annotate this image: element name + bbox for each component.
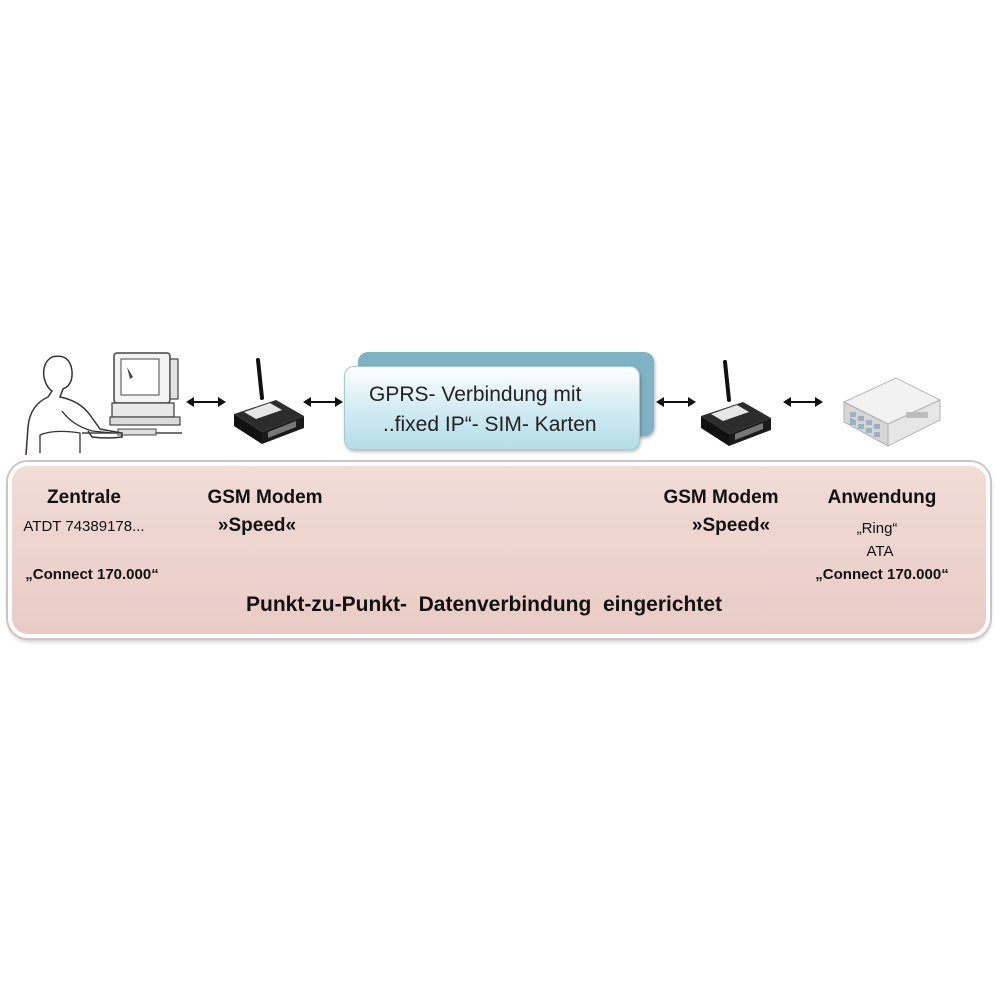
person-at-computer-icon	[25, 352, 182, 455]
connection-status: Punkt-zu-Punkt- Datenverbindung eingeric…	[245, 593, 723, 616]
gprs-cloud-box: GPRS- Verbindung mit ..fixed IP“- SIM- K…	[344, 366, 640, 450]
application-title: Anwendung	[827, 487, 937, 508]
info-panel	[8, 462, 990, 638]
double-arrow-icon	[303, 397, 343, 407]
cloud-text-line2: ..fixed IP“- SIM- Karten	[383, 413, 597, 436]
modem-right-model: »Speed«	[691, 515, 771, 536]
double-arrow-icon	[656, 397, 696, 407]
modem-left-title: GSM Modem	[207, 487, 323, 508]
router-device-icon	[842, 377, 942, 447]
application-response: „Connect 170.000“	[815, 566, 949, 583]
gsm-modem-icon	[701, 360, 771, 446]
central-command: ATDT 74389178...	[23, 518, 145, 535]
central-title: Zentrale	[47, 487, 121, 508]
gsm-modem-icon	[234, 358, 304, 444]
modem-right-title: GSM Modem	[663, 487, 779, 508]
double-arrow-icon	[783, 397, 823, 407]
double-arrow-icon	[186, 397, 226, 407]
application-answer: ATA	[866, 543, 894, 560]
central-response: „Connect 170.000“	[25, 566, 159, 583]
application-ring: „Ring“	[856, 520, 898, 537]
cloud-text-line1: GPRS- Verbindung mit	[369, 383, 582, 406]
modem-left-model: »Speed«	[217, 515, 297, 536]
